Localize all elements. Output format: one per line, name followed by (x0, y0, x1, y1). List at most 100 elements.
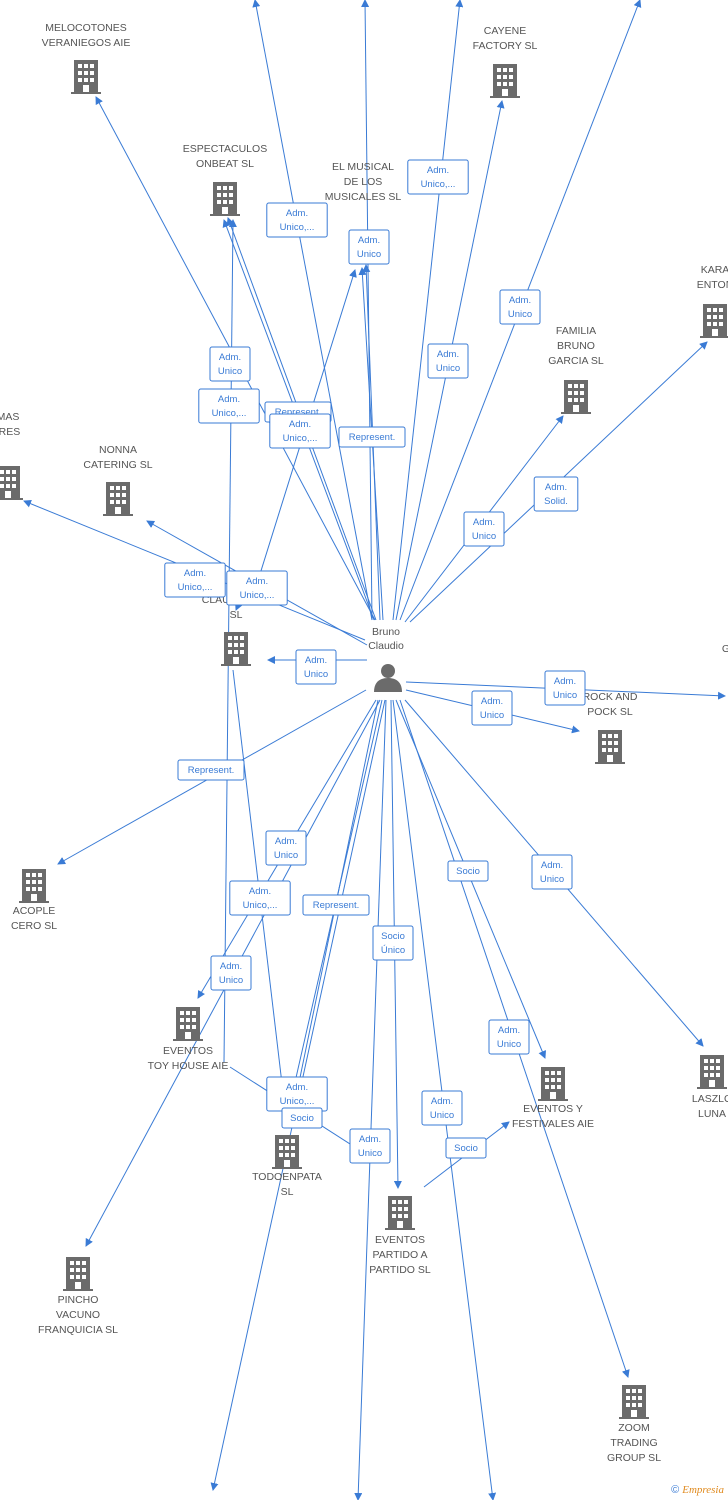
relation-label-box (269, 413, 331, 449)
relation-label-text: Adm. (220, 961, 242, 972)
relation-label-box (533, 476, 579, 512)
company-label: FESTIVALES AIE (512, 1118, 594, 1130)
relation-label[interactable]: Adm.Unico (488, 1019, 530, 1055)
relation-label-text: Adm. (305, 655, 327, 666)
building-icon (490, 64, 520, 98)
building-icon (173, 1007, 203, 1041)
relation-label-box (266, 202, 328, 238)
company-label: PINCHO (58, 1294, 99, 1306)
relation-label-text: Unico (508, 309, 532, 320)
company-label: CERO SL (11, 920, 57, 932)
relation-label[interactable]: Adm.Unico (265, 830, 307, 866)
relation-label[interactable]: Socio (447, 860, 489, 882)
relation-label[interactable]: Adm.Unico,... (229, 880, 291, 916)
relation-label-box (295, 649, 337, 685)
company-label: BRUNO (557, 340, 595, 352)
brand-logo[interactable]: Empresia (682, 1484, 724, 1496)
relation-label-text: Adm. (498, 1025, 520, 1036)
relation-label[interactable]: Adm.Unico (348, 229, 390, 265)
relation-label-text: Unico,... (283, 433, 318, 444)
relation-label-box (164, 562, 226, 598)
relation-label[interactable]: Adm.Solid. (533, 476, 579, 512)
relation-edge-3 (361, 0, 373, 621)
relation-label[interactable]: Adm.Unico,... (407, 159, 469, 195)
relation-label-text: Unico (304, 669, 328, 680)
relation-label[interactable]: Represent. (177, 759, 245, 781)
relation-label[interactable]: Adm.Unico,... (266, 1076, 328, 1112)
company-node-laszlo[interactable]: LASZLOLUNA (692, 1055, 728, 1120)
relation-label-text: Adm. (286, 1082, 308, 1093)
relation-label-text: Unico (357, 249, 381, 260)
company-label: ONBEAT SL (196, 158, 254, 170)
relation-label-text: Adm. (427, 165, 449, 176)
company-node-g_right[interactable]: G (722, 643, 728, 655)
relation-label[interactable]: Adm.Unico (463, 511, 505, 547)
relation-label[interactable]: Socio (281, 1107, 323, 1129)
company-label: POCK SL (587, 706, 633, 718)
relation-label[interactable]: Adm.Unico (427, 343, 469, 379)
company-label: ROCK AND (583, 691, 638, 703)
relation-label-text: Adm. (289, 419, 311, 430)
relation-label[interactable]: Adm.Unico,... (198, 388, 260, 424)
company-node-rock[interactable]: ROCK AND POCK SL (583, 691, 638, 764)
relation-label[interactable]: Socio (445, 1137, 487, 1159)
relation-label[interactable]: Adm.Unico,... (226, 570, 288, 606)
relation-label[interactable]: Adm.Unico,... (164, 562, 226, 598)
relation-label[interactable]: Adm.Unico,... (266, 202, 328, 238)
company-label: SL (230, 609, 243, 621)
relation-label-text: Adm. (437, 349, 459, 360)
person-icon (374, 664, 402, 692)
relation-label-text: Represent. (188, 765, 234, 776)
company-label: DE LOS (344, 176, 383, 188)
relation-label[interactable]: Adm. Unico (295, 649, 337, 685)
center-person-label: Claudio (368, 640, 404, 652)
relation-label-text: Adm. (286, 208, 308, 219)
relation-label[interactable]: Adm.Unico (349, 1128, 391, 1164)
relation-label[interactable]: Adm.Unico (531, 854, 573, 890)
relation-label[interactable]: Adm.Unico (209, 346, 251, 382)
relation-label[interactable]: Represent. (302, 894, 370, 916)
company-label: PARTIDO SL (369, 1264, 431, 1276)
relation-label[interactable]: Adm.Unico (544, 670, 586, 706)
relation-label[interactable]: Represent. (338, 426, 406, 448)
relation-label[interactable]: Adm.Unico (421, 1090, 463, 1126)
relation-label-text: Socio (290, 1113, 314, 1124)
company-label: FRANQUICIA SL (38, 1324, 118, 1336)
building-icon (700, 304, 728, 338)
company-node-kara[interactable]: KARAENTON (697, 264, 728, 338)
relation-label[interactable]: Adm.Unico (471, 690, 513, 726)
company-label: KARA (701, 264, 728, 276)
building-icon (0, 466, 23, 500)
relation-label-text: Socio (456, 866, 480, 877)
company-label: MELOCOTONES (45, 22, 127, 34)
relation-label[interactable]: Adm.Unico (210, 955, 252, 991)
relation-edge-24 (354, 699, 387, 1500)
company-label: FACTORY SL (473, 40, 538, 52)
relation-label-text: Adm. (431, 1096, 453, 1107)
relation-label-box (349, 1128, 391, 1164)
relation-label-text: Adm. (246, 576, 268, 587)
relation-label[interactable]: Adm. Unico,... (269, 413, 331, 449)
relation-label-box (499, 289, 541, 325)
company-node-mas[interactable]: MASIRES (0, 411, 23, 500)
company-label: TRADING (610, 1437, 657, 1449)
company-label: TODOENPATA (252, 1171, 322, 1183)
relation-label[interactable]: Adm.Unico (499, 289, 541, 325)
company-label: MUSICALES SL (325, 191, 402, 203)
